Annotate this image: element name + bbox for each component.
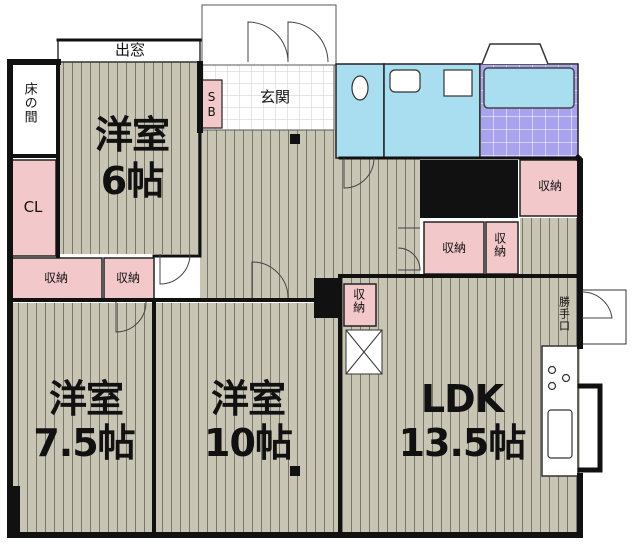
outer-wall (7, 59, 583, 538)
storage-4 (485, 221, 519, 275)
room-western-10-name: 洋室 (210, 377, 286, 421)
door-swing-7-5 (115, 301, 147, 333)
storage-1-label: 収納 (43, 271, 68, 285)
door-swing-entrance (247, 21, 329, 63)
room-western-10-size: 10帖 (204, 421, 293, 465)
storage-3-label: 収納 (441, 241, 466, 255)
door-swing-hall (251, 261, 289, 299)
hall-floor (200, 130, 340, 300)
storage-3 (423, 221, 485, 275)
inner-wall-top-left (10, 60, 60, 258)
tokonoma-label: 床の間 (21, 82, 37, 124)
room-western-7-5-floor (12, 303, 155, 533)
room-western-7-5-size: 7.5帖 (33, 421, 135, 465)
room-ldk-name: LDK (420, 377, 504, 421)
kitchen-wall (577, 383, 603, 473)
room-western-10-floor (155, 303, 340, 533)
room-ldk-size: 13.5帖 (398, 421, 527, 465)
closet-label: CL (23, 198, 43, 216)
door-swing-toilet (343, 157, 375, 189)
walls (7, 38, 603, 538)
bath-window (481, 43, 549, 65)
storage-5-label: 収納 (351, 288, 366, 314)
door-swing-storage (397, 227, 421, 271)
storage-2-label: 収納 (115, 271, 140, 285)
room-western-6-floor (58, 62, 200, 254)
stove-burner-2 (561, 373, 571, 383)
washing-machine-icon (443, 69, 473, 97)
storage-2 (103, 257, 155, 301)
room-western-6-name: 洋室 (94, 113, 170, 157)
door-swings (115, 21, 613, 333)
storage-6 (519, 159, 579, 217)
storage-blocks (11, 79, 579, 327)
floor-hatch-cross (345, 329, 383, 375)
floor-areas (12, 62, 580, 533)
bathtub (483, 67, 575, 109)
storage-6-label: 収納 (537, 179, 562, 193)
porch-outline (201, 4, 337, 66)
stove-burner-3 (547, 381, 557, 391)
hall-floor-right (340, 158, 420, 288)
inner-wall-hall (152, 128, 582, 258)
service-door-label: 勝手口 (557, 296, 571, 332)
entrance-label: 玄関 (259, 88, 290, 106)
toilet-icon (351, 75, 369, 101)
shoe-box-label: SB (204, 90, 219, 120)
storage-4-label: 収納 (492, 232, 507, 258)
kitchen-sink (547, 409, 573, 459)
service-door-step (581, 289, 627, 345)
door-swing-service (581, 291, 613, 319)
storage-5 (343, 283, 377, 327)
pipe-shaft (420, 160, 518, 218)
ldk-floor (340, 275, 580, 533)
room-western-7-5-name: 洋室 (48, 377, 124, 421)
room-western-6-size: 6帖 (100, 159, 164, 203)
stove-burner-1 (547, 365, 557, 375)
inner-wall-rooms (10, 274, 582, 537)
sink-icon (389, 69, 421, 93)
pillar-3 (290, 466, 300, 476)
door-swing-6 (159, 253, 191, 285)
pillar-2 (290, 134, 300, 144)
ldk-floor-upper (520, 218, 580, 278)
bay-window-label: 出窓 (114, 41, 145, 59)
